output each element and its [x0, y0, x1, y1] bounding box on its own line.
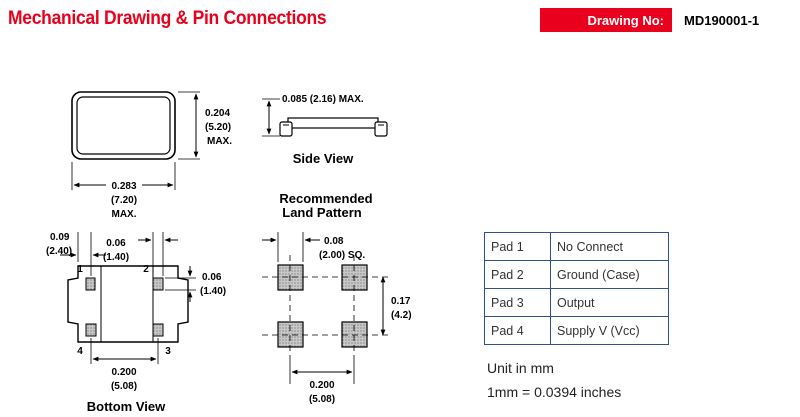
land-pattern: Recommended Land Pattern 0.08 (2.00) SQ.…	[262, 191, 412, 405]
top-width-max: MAX.	[112, 209, 137, 220]
bottom-pad-h-in: 0.06	[202, 272, 222, 283]
table-row: Pad 3 Output	[484, 288, 669, 317]
pad-name: Pad 4	[484, 316, 551, 345]
top-width-in: 0.283	[111, 181, 136, 192]
pad-function: Ground (Case)	[550, 260, 669, 289]
top-height-in: 0.204	[205, 108, 230, 119]
drawing-number-value: MD190001-1	[684, 12, 760, 28]
top-height-mm: (5.20)	[205, 122, 231, 133]
side-thickness: 0.085 (2.16) MAX.	[282, 94, 364, 105]
pin-2-label: 2	[143, 264, 149, 275]
bottom-view: 1 2 3 4 0.09 (2.40) 0.06 (1.40) 0.06 (1.…	[46, 232, 226, 414]
land-pattern-title-2: Land Pattern	[282, 205, 362, 220]
land-hpitch-mm: (5.08)	[309, 394, 335, 405]
bottom-edge-dim-in: 0.09	[50, 232, 70, 243]
bottom-pitch-in: 0.200	[111, 367, 136, 378]
land-pad-size-in: 0.08	[324, 236, 344, 247]
mechanical-drawing: 0.204 (5.20) MAX. 0.283 (7.20) MAX. 0.08…	[46, 91, 412, 414]
table-row: Pad 1 No Connect	[484, 232, 669, 261]
pad-connection-table: Pad 1 No Connect Pad 2 Ground (Case) Pad…	[484, 232, 669, 345]
table-row: Pad 4 Supply V (Vcc)	[484, 316, 669, 345]
pad-function: No Connect	[550, 232, 669, 261]
pin-1-label: 1	[77, 264, 83, 275]
side-view-label: Side View	[293, 151, 354, 166]
bottom-pitch-mm: (5.08)	[111, 381, 137, 392]
unit-note: Unit in mm	[487, 360, 554, 376]
land-vpitch-mm: (4.2)	[391, 310, 412, 321]
conversion-note: 1mm = 0.0394 inches	[487, 384, 622, 400]
top-width-mm: (7.20)	[111, 195, 137, 206]
pin-4-label: 4	[77, 346, 83, 357]
pad-function: Output	[550, 288, 669, 317]
pad-name: Pad 3	[484, 288, 551, 317]
side-view: 0.085 (2.16) MAX. Side View	[262, 94, 388, 166]
top-view: 0.204 (5.20) MAX. 0.283 (7.20) MAX.	[71, 91, 232, 220]
drawing-number-label: Drawing No:	[540, 8, 672, 32]
page-title: Mechanical Drawing & Pin Connections	[8, 8, 327, 29]
land-pattern-title-1: Recommended	[279, 191, 372, 206]
table-row: Pad 2 Ground (Case)	[484, 260, 669, 289]
bottom-pad-w-mm: (1.40)	[103, 252, 129, 263]
land-hpitch-in: 0.200	[309, 380, 334, 391]
land-pad-size-mm: (2.00) SQ.	[319, 250, 365, 261]
pad-function: Supply V (Vcc)	[550, 316, 669, 345]
bottom-pad-h-mm: (1.40)	[200, 286, 226, 297]
bottom-view-label: Bottom View	[87, 399, 166, 414]
pad-name: Pad 2	[484, 260, 551, 289]
pad-name: Pad 1	[484, 232, 551, 261]
bottom-pad-w-in: 0.06	[106, 238, 126, 249]
bottom-edge-dim-mm: (2.40)	[46, 246, 72, 257]
land-vpitch-in: 0.17	[391, 296, 411, 307]
top-height-max: MAX.	[207, 136, 232, 147]
pin-3-label: 3	[165, 346, 171, 357]
